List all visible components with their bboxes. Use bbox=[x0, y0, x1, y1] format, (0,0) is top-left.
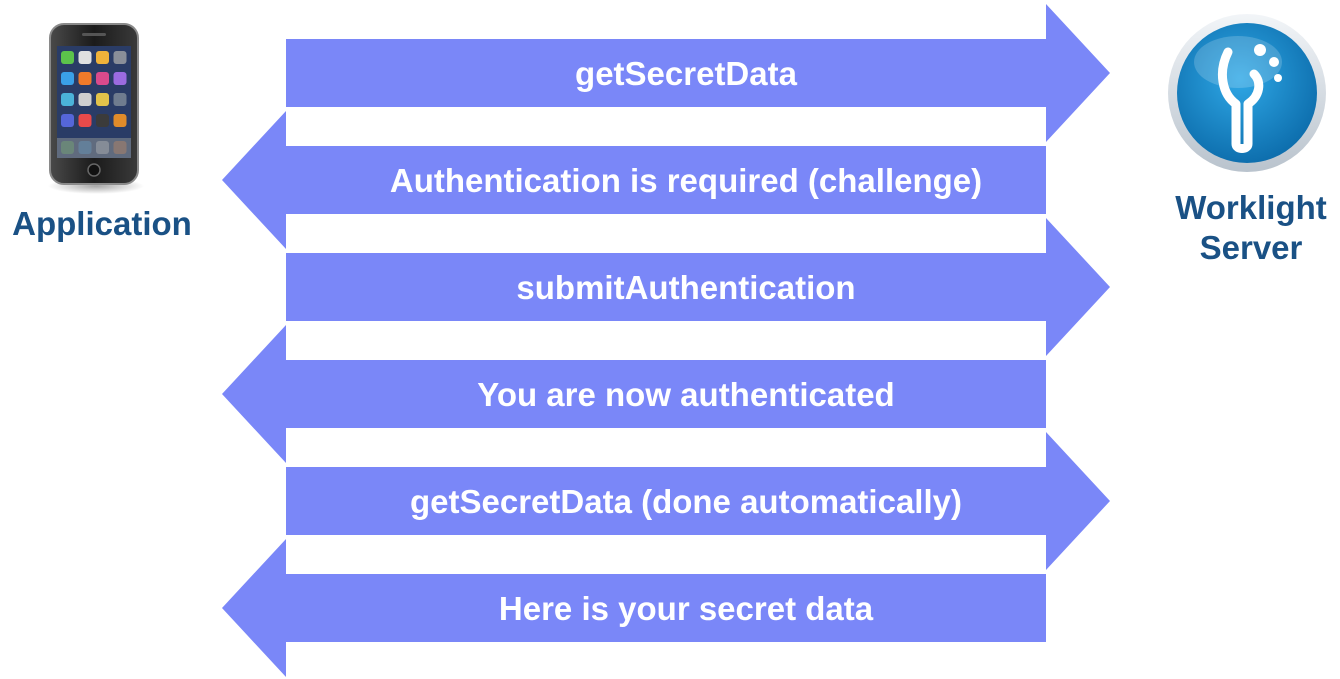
message-arrow-6: Here is your secret data bbox=[222, 539, 1046, 677]
message-label-1: getSecretData bbox=[575, 55, 798, 92]
application-label: Application bbox=[12, 205, 192, 242]
right-arrow-shape-1 bbox=[286, 4, 1110, 142]
message-arrow-2: Authentication is required (challenge) bbox=[222, 111, 1046, 249]
left-arrow-shape-6 bbox=[222, 539, 1046, 677]
right-arrow-shape-5 bbox=[286, 432, 1110, 570]
worklight-server-label-line2: Server bbox=[1199, 229, 1303, 266]
message-label-5: getSecretData (done automatically) bbox=[410, 483, 962, 520]
worklight-logo-icon bbox=[1166, 12, 1328, 179]
message-label-2: Authentication is required (challenge) bbox=[390, 162, 982, 199]
left-arrow-shape-2 bbox=[222, 111, 1046, 249]
message-label-6: Here is your secret data bbox=[499, 590, 874, 627]
message-arrow-3: submitAuthentication bbox=[286, 218, 1110, 356]
message-arrow-5: getSecretData (done automatically) bbox=[286, 432, 1110, 570]
message-label-3: submitAuthentication bbox=[516, 269, 855, 306]
message-arrow-4: You are now authenticated bbox=[222, 325, 1046, 463]
left-arrow-shape-4 bbox=[222, 325, 1046, 463]
worklight-server-label-line1: Worklight bbox=[1175, 189, 1327, 226]
smartphone-icon bbox=[38, 20, 158, 205]
message-arrow-1: getSecretData bbox=[286, 4, 1110, 142]
right-arrow-shape-3 bbox=[286, 218, 1110, 356]
worklight-server-label: Worklight Server bbox=[1162, 188, 1340, 268]
message-label-4: You are now authenticated bbox=[477, 376, 894, 413]
